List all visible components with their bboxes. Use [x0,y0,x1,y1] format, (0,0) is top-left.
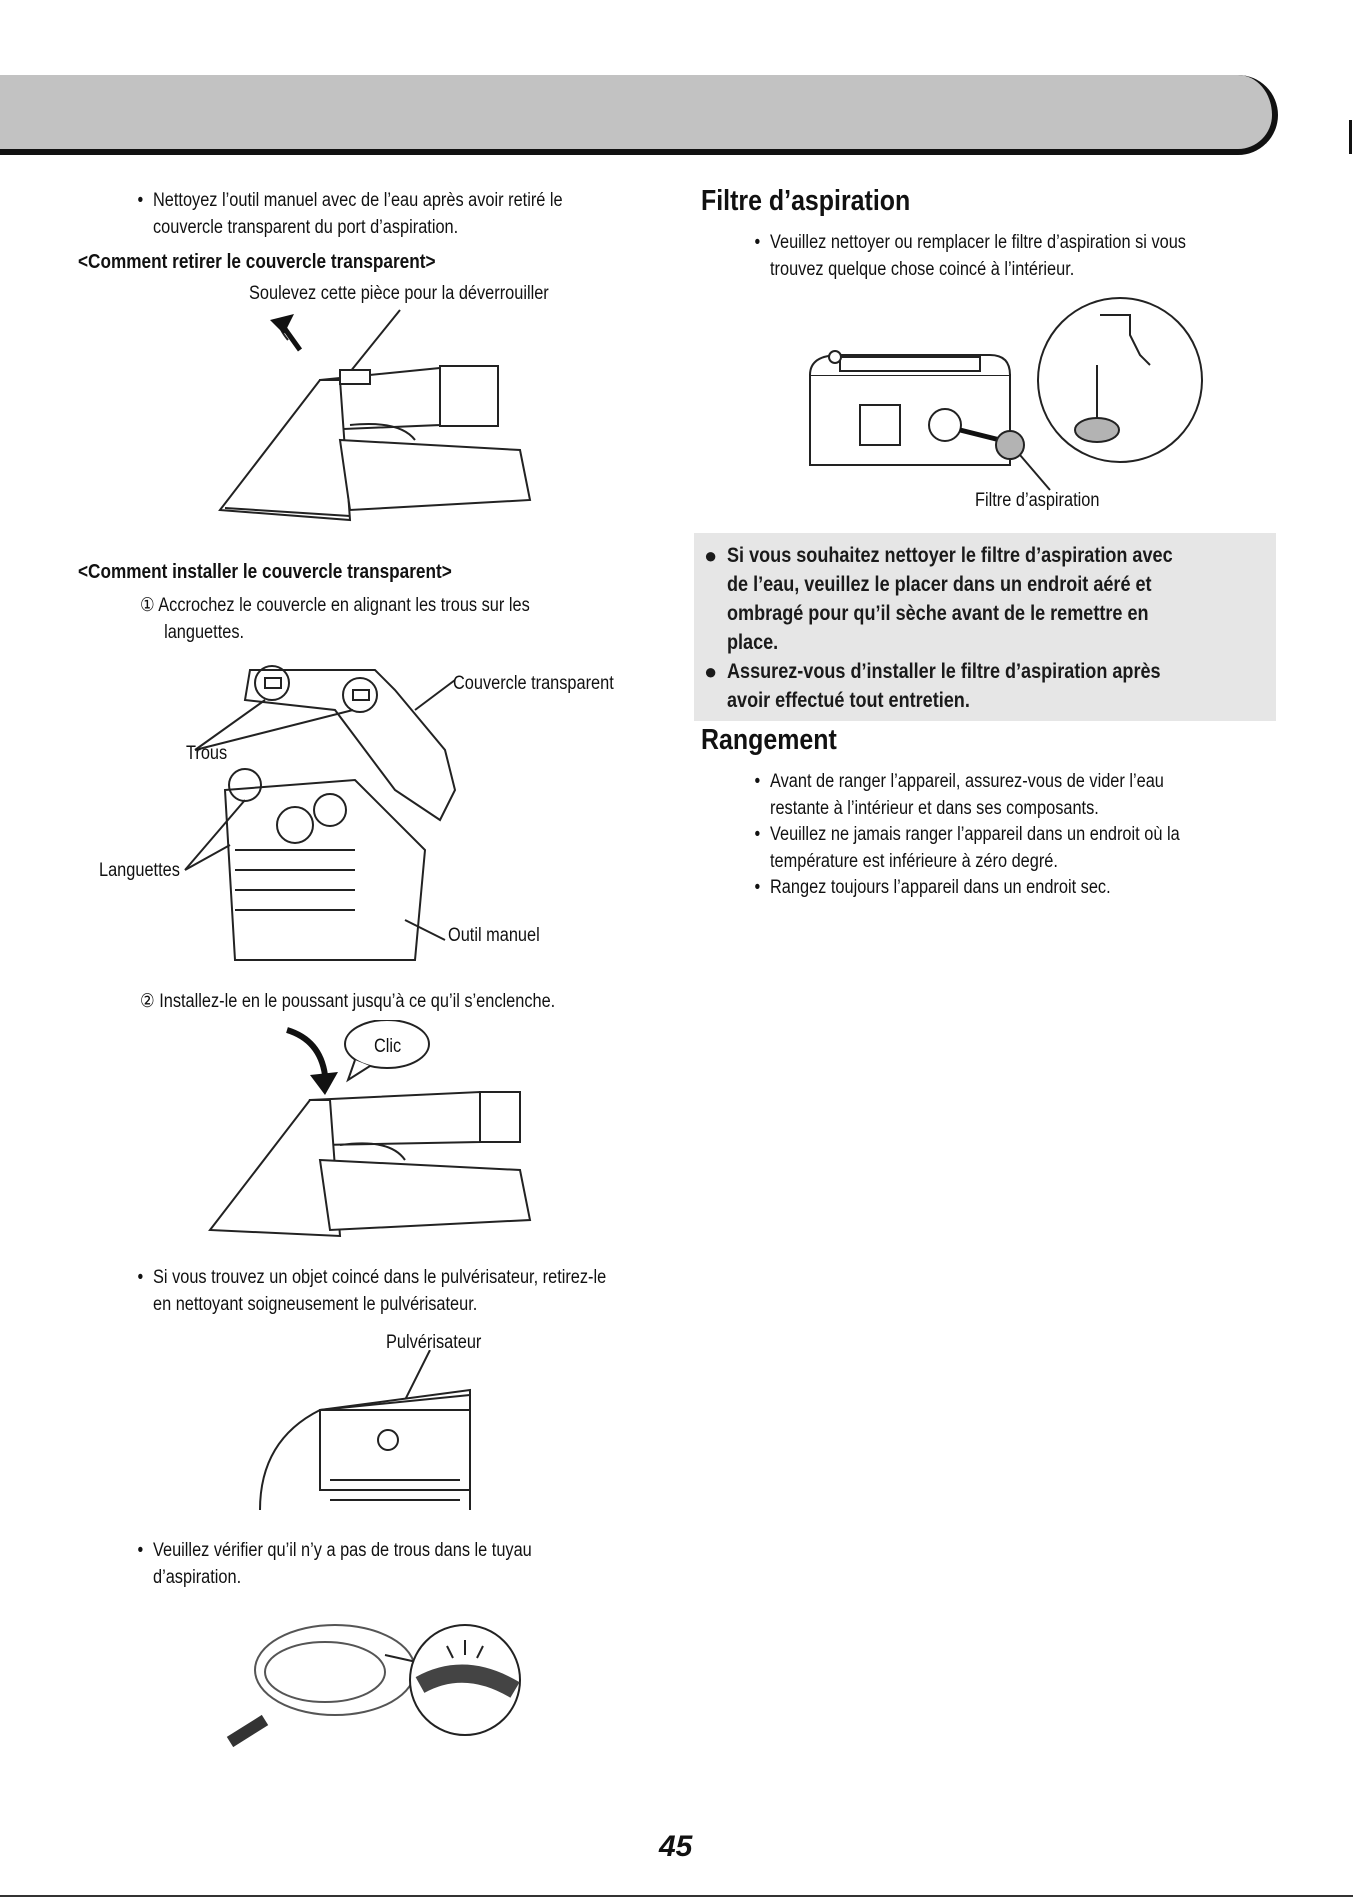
bullet-filter-line1: Veuillez nettoyer ou remplacer le filtre… [770,232,1186,253]
bullet-hose-line2: d’aspiration. [153,1567,242,1588]
note-install-filter: ● Assurez-vous d’installer le filtre d’a… [704,657,1231,715]
step-1-line2: languettes. [164,622,245,643]
sprayer-illustration [259,1350,471,1510]
hand-tool-remove-illustration [218,309,532,522]
note-1-line2: de l’eau, veuillez le placer dans un end… [727,573,1152,596]
page-number: 45 [659,1830,693,1863]
header-band [0,75,1278,155]
bullet-dot-icon: ● [704,543,718,568]
storage-bullet-2: Veuillez ne jamais ranger l’appareil dan… [755,821,1180,875]
storage-bullet-3-line1: Rangez toujours l’appareil dans un endro… [770,877,1111,898]
bullet-clean-tool-line1: Nettoyez l’outil manuel avec de l’eau ap… [153,190,563,211]
bullet-filter-line2: trouvez quelque chose coincé à l’intérie… [770,259,1075,280]
label-transparent-cover: Couvercle transparent [453,673,614,694]
label-sprayer: Pulvérisateur [386,1332,482,1353]
note-1-line3: ombragé pour qu’il sèche avant de le rem… [727,602,1149,625]
label-click: Clic [374,1036,402,1057]
bottom-rule [0,1895,1353,1897]
storage-bullet-2-line2: température est inférieure à zéro degré. [770,851,1058,872]
label-suction-filter: Filtre d’aspiration [975,490,1100,511]
bullet-filter: Veuillez nettoyer ou remplacer le filtre… [755,229,1186,283]
note-2-line1: Assurez-vous d’installer le filtre d’asp… [727,660,1161,683]
bullet-sprayer: Si vous trouvez un objet coincé dans le … [138,1264,607,1318]
storage-bullet-1-line1: Avant de ranger l’appareil, assurez-vous… [770,771,1164,792]
label-tabs: Languettes [99,860,180,881]
step-1-line1: ① Accrochez le couvercle en alignant les… [140,595,530,616]
hand-tool-click-illustration [208,1020,532,1238]
heading-remove-cover: <Comment retirer le couvercle transparen… [78,251,436,273]
page-edge-mark [1349,120,1352,154]
label-lift-part: Soulevez cette pièce pour la déverrouill… [249,283,549,304]
title-storage: Rangement [701,724,837,756]
bullet-sprayer-line1: Si vous trouvez un objet coincé dans le … [153,1267,607,1288]
title-suction-filter: Filtre d’aspiration [701,185,911,217]
note-1-line4: place. [727,631,779,654]
filter-illustration [809,297,1203,491]
bullet-hose: Veuillez vérifier qu’il n’y a pas de tro… [138,1537,532,1591]
label-hand-tool: Outil manuel [448,925,540,946]
storage-bullet-3: Rangez toujours l’appareil dans un endro… [755,874,1111,901]
note-1-line1: Si vous souhaitez nettoyer le filtre d’a… [727,544,1173,567]
storage-bullet-1-line2: restante à l’intérieur et dans ses compo… [770,798,1099,819]
step-2: ② Installez-le en le poussant jusqu’à ce… [140,991,556,1012]
maintenance-note-box [694,533,1276,721]
storage-bullet-2-line1: Veuillez ne jamais ranger l’appareil dan… [770,824,1180,845]
bullet-clean-tool: Nettoyez l’outil manuel avec de l’eau ap… [138,187,563,241]
suction-hose-illustration [226,1624,521,1748]
bullet-hose-line1: Veuillez vérifier qu’il n’y a pas de tro… [153,1540,532,1561]
label-holes: Trous [186,743,228,764]
bullet-dot-icon: ● [704,659,718,684]
heading-install-cover: <Comment installer le couvercle transpar… [78,561,452,583]
note-2-line2: avoir effectué tout entretien. [727,689,970,712]
note-dry-filter: ● Si vous souhaitez nettoyer le filtre d… [704,541,1245,657]
step-1: ① Accrochez le couvercle en alignant les… [140,592,530,646]
bullet-clean-tool-line2: couvercle transparent du port d’aspirati… [153,217,459,238]
cover-install-illustration [184,665,457,961]
storage-bullet-1: Avant de ranger l’appareil, assurez-vous… [755,768,1164,822]
bullet-sprayer-line2: en nettoyant soigneusement le pulvérisat… [153,1294,478,1315]
